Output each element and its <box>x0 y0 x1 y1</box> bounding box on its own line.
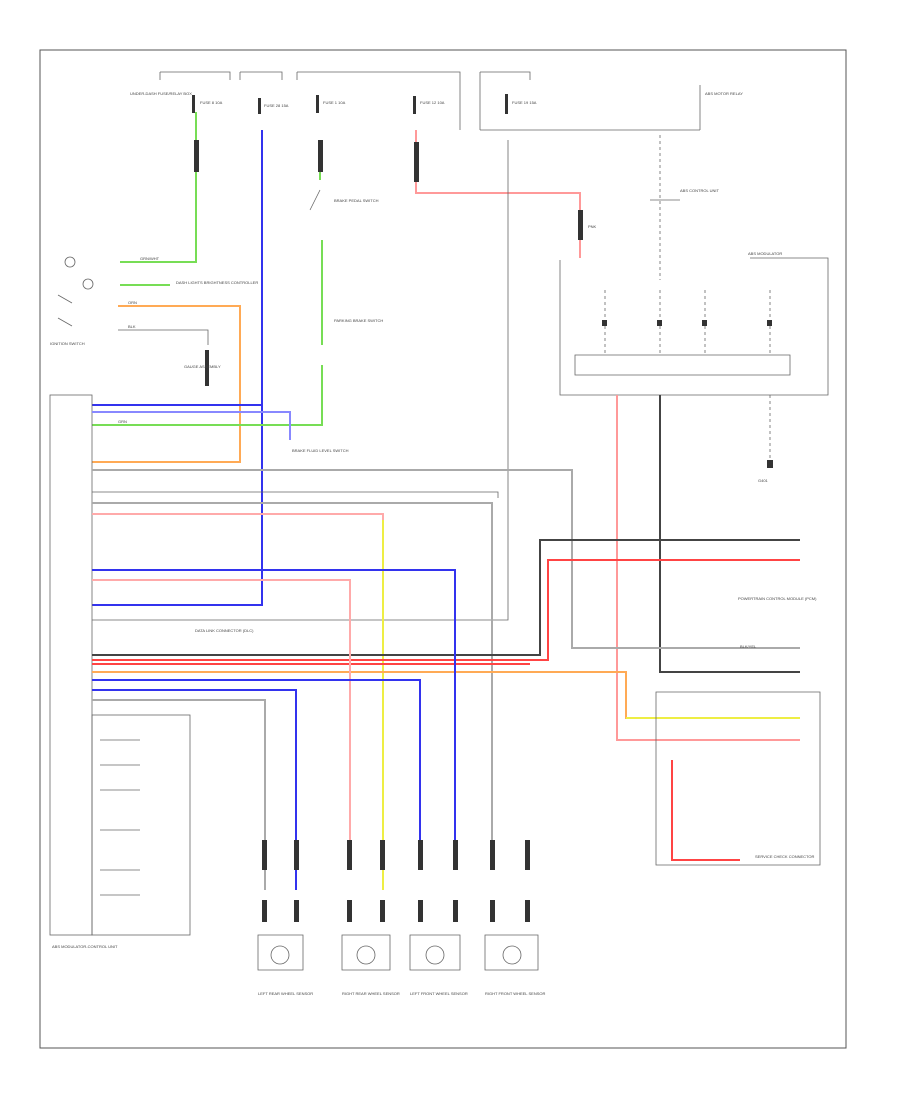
fuse-label-3: FUSE 1 10A <box>323 100 346 105</box>
fuse-label-4: FUSE 12 10A <box>420 100 445 105</box>
wire-label-org: ORN <box>128 300 137 305</box>
brake-fluid-label: BRAKE FLUID LEVEL SWITCH <box>292 448 349 453</box>
check-panel <box>91 714 191 936</box>
wire-label-pnk: PNK <box>588 224 597 229</box>
diag-panel-label: SERVICE CHECK CONNECTOR <box>755 854 815 859</box>
dash-lights-label: DASH LIGHTS BRIGHTNESS CONTROLLER <box>176 280 258 285</box>
relay-box-label: ABS MOTOR RELAY <box>705 91 743 96</box>
abs-unit-label: ABS MODULATOR-CONTROL UNIT <box>52 944 118 949</box>
gauge-label: GAUGE ASSEMBLY <box>184 364 221 369</box>
wire-label-blk-top: BLK <box>128 324 136 329</box>
brake-switch-label: BRAKE PEDAL SWITCH <box>334 198 379 203</box>
wheel-sensor-label-rr: RIGHT REAR WHEEL SENSOR <box>342 991 400 996</box>
wheel-sensor-label-lr: LEFT REAR WHEEL SENSOR <box>258 991 313 996</box>
brake-switch: BRAKE PEDAL SWITCH PARKING BRAKE SWITCH … <box>92 140 383 426</box>
wheel-sensor-rr: RIGHT REAR WHEEL SENSOR <box>341 934 400 996</box>
wheel-sensor-connectors <box>262 840 530 922</box>
ignition-switch: IGNITION SWITCH <box>50 294 85 346</box>
harness-wires: BRAKE FLUID LEVEL SWITCH DATA LINK CONNE… <box>92 411 817 890</box>
wheel-sensor-lr: LEFT REAR WHEEL SENSOR <box>257 934 313 996</box>
top-fuse-area: FUSE 8 10A FUSE 28 15A FUSE 1 10A FUSE 1… <box>130 71 743 131</box>
wire-label-grn2: GRN <box>118 419 127 424</box>
wheel-sensor-label-rf: RIGHT FRONT WHEEL SENSOR <box>485 991 545 996</box>
fuse-label-1: FUSE 8 10A <box>200 100 223 105</box>
wheel-sensor-rf: RIGHT FRONT WHEEL SENSOR <box>484 934 545 996</box>
green-wire-fuse: GRN/WHT <box>64 112 199 268</box>
wire-label-grn-top: GRN/WHT <box>140 256 160 261</box>
gnd-label: G401 <box>758 478 769 483</box>
fuse-label-5: FUSE 19 15A <box>512 100 537 105</box>
dlc-label: DATA LINK CONNECTOR (DLC) <box>195 628 254 633</box>
diagram-frame <box>39 49 847 1049</box>
wheel-sensor-label-lf: LEFT FRONT WHEEL SENSOR <box>410 991 468 996</box>
ground-g401: G401 <box>758 395 773 483</box>
wheel-sensor-lf: LEFT FRONT WHEEL SENSOR <box>409 934 468 996</box>
wire-label-blk-gnd: BLK/YEL <box>740 644 757 649</box>
pcm-label: POWERTRAIN CONTROL MODULE (PCM) <box>738 596 817 601</box>
under-dash-box-label: UNDER-DASH FUSE/RELAY BOX <box>130 91 192 96</box>
parking-brake-label: PARKING BRAKE SWITCH <box>334 318 383 323</box>
abs-motor-relay: ABS CONTROL UNIT ABS MODULATOR <box>559 135 829 396</box>
control-unit-label: ABS CONTROL UNIT <box>680 188 720 193</box>
modulator-label: ABS MODULATOR <box>748 251 782 256</box>
fuse-label-2: FUSE 28 15A <box>264 103 289 108</box>
ignition-switch-label: IGNITION SWITCH <box>50 341 85 346</box>
